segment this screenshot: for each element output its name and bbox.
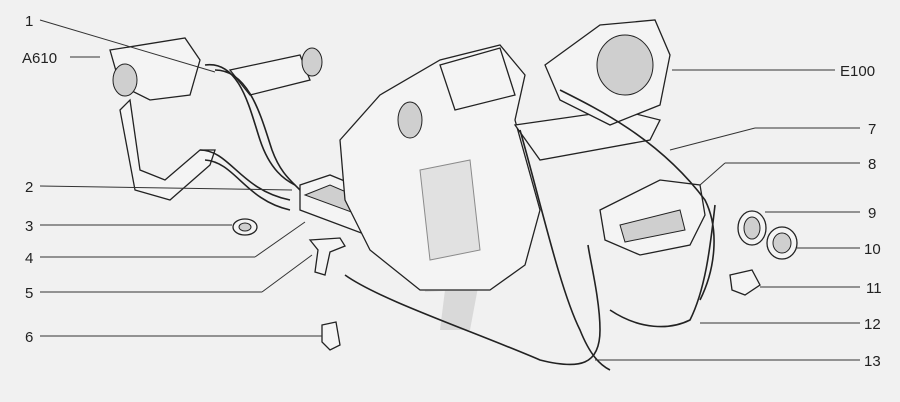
label-7: 7	[868, 121, 876, 138]
label-8: 8	[868, 156, 876, 173]
label-12: 12	[864, 316, 881, 333]
label-A610: A610	[22, 50, 57, 67]
hose-2-edge	[204, 159, 291, 211]
cable-12	[609, 204, 716, 328]
thermostat-housing	[109, 37, 216, 201]
label-E100: E100	[840, 63, 875, 80]
knob-10	[766, 226, 798, 260]
hose-1-edge	[214, 69, 301, 191]
heater-housing	[339, 44, 541, 291]
metal-pipe	[228, 47, 323, 96]
label-4: 4	[25, 250, 33, 267]
leader-8	[699, 162, 726, 186]
leader-2	[39, 185, 293, 191]
label-11: 11	[866, 280, 882, 297]
bracket	[321, 321, 341, 351]
leader-5b	[261, 254, 313, 293]
knob-11	[729, 269, 761, 296]
leader-4b	[254, 221, 306, 258]
label-6: 6	[25, 329, 33, 346]
label-9: 9	[868, 205, 876, 222]
cable-7	[559, 89, 715, 301]
heater-tap	[308, 237, 346, 276]
hose-2	[199, 149, 291, 201]
leader-7	[669, 127, 756, 151]
label-3: 3	[25, 218, 33, 235]
label-5: 5	[25, 285, 33, 302]
leader-1	[39, 19, 216, 73]
label-13: 13	[864, 353, 881, 370]
hose-1	[204, 64, 296, 186]
control-unit	[599, 179, 706, 256]
blower-fan	[544, 19, 671, 126]
label-1: 1	[25, 13, 33, 30]
knob-9	[737, 210, 767, 246]
label-2: 2	[25, 179, 33, 196]
cable-13	[344, 244, 601, 366]
cable-13a	[519, 129, 611, 371]
hose-clamp	[232, 218, 258, 236]
label-10: 10	[864, 241, 881, 258]
